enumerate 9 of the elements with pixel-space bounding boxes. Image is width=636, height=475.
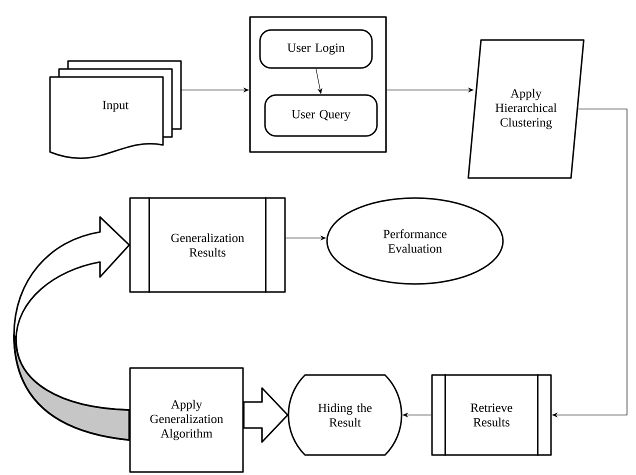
parallelogram: Apply Hierarchical Clustering [468, 39, 584, 179]
process-box: Generalization Results [129, 197, 286, 293]
document-stack: Input [49, 60, 182, 159]
rounded-box: User Login [259, 29, 373, 69]
rounded-box: User Query [264, 94, 378, 137]
container-box [249, 16, 387, 153]
block-arrow [242, 387, 288, 443]
process-box: Apply Generalization Algorithm [129, 367, 244, 473]
process-box: Retrieve Results [431, 374, 552, 456]
